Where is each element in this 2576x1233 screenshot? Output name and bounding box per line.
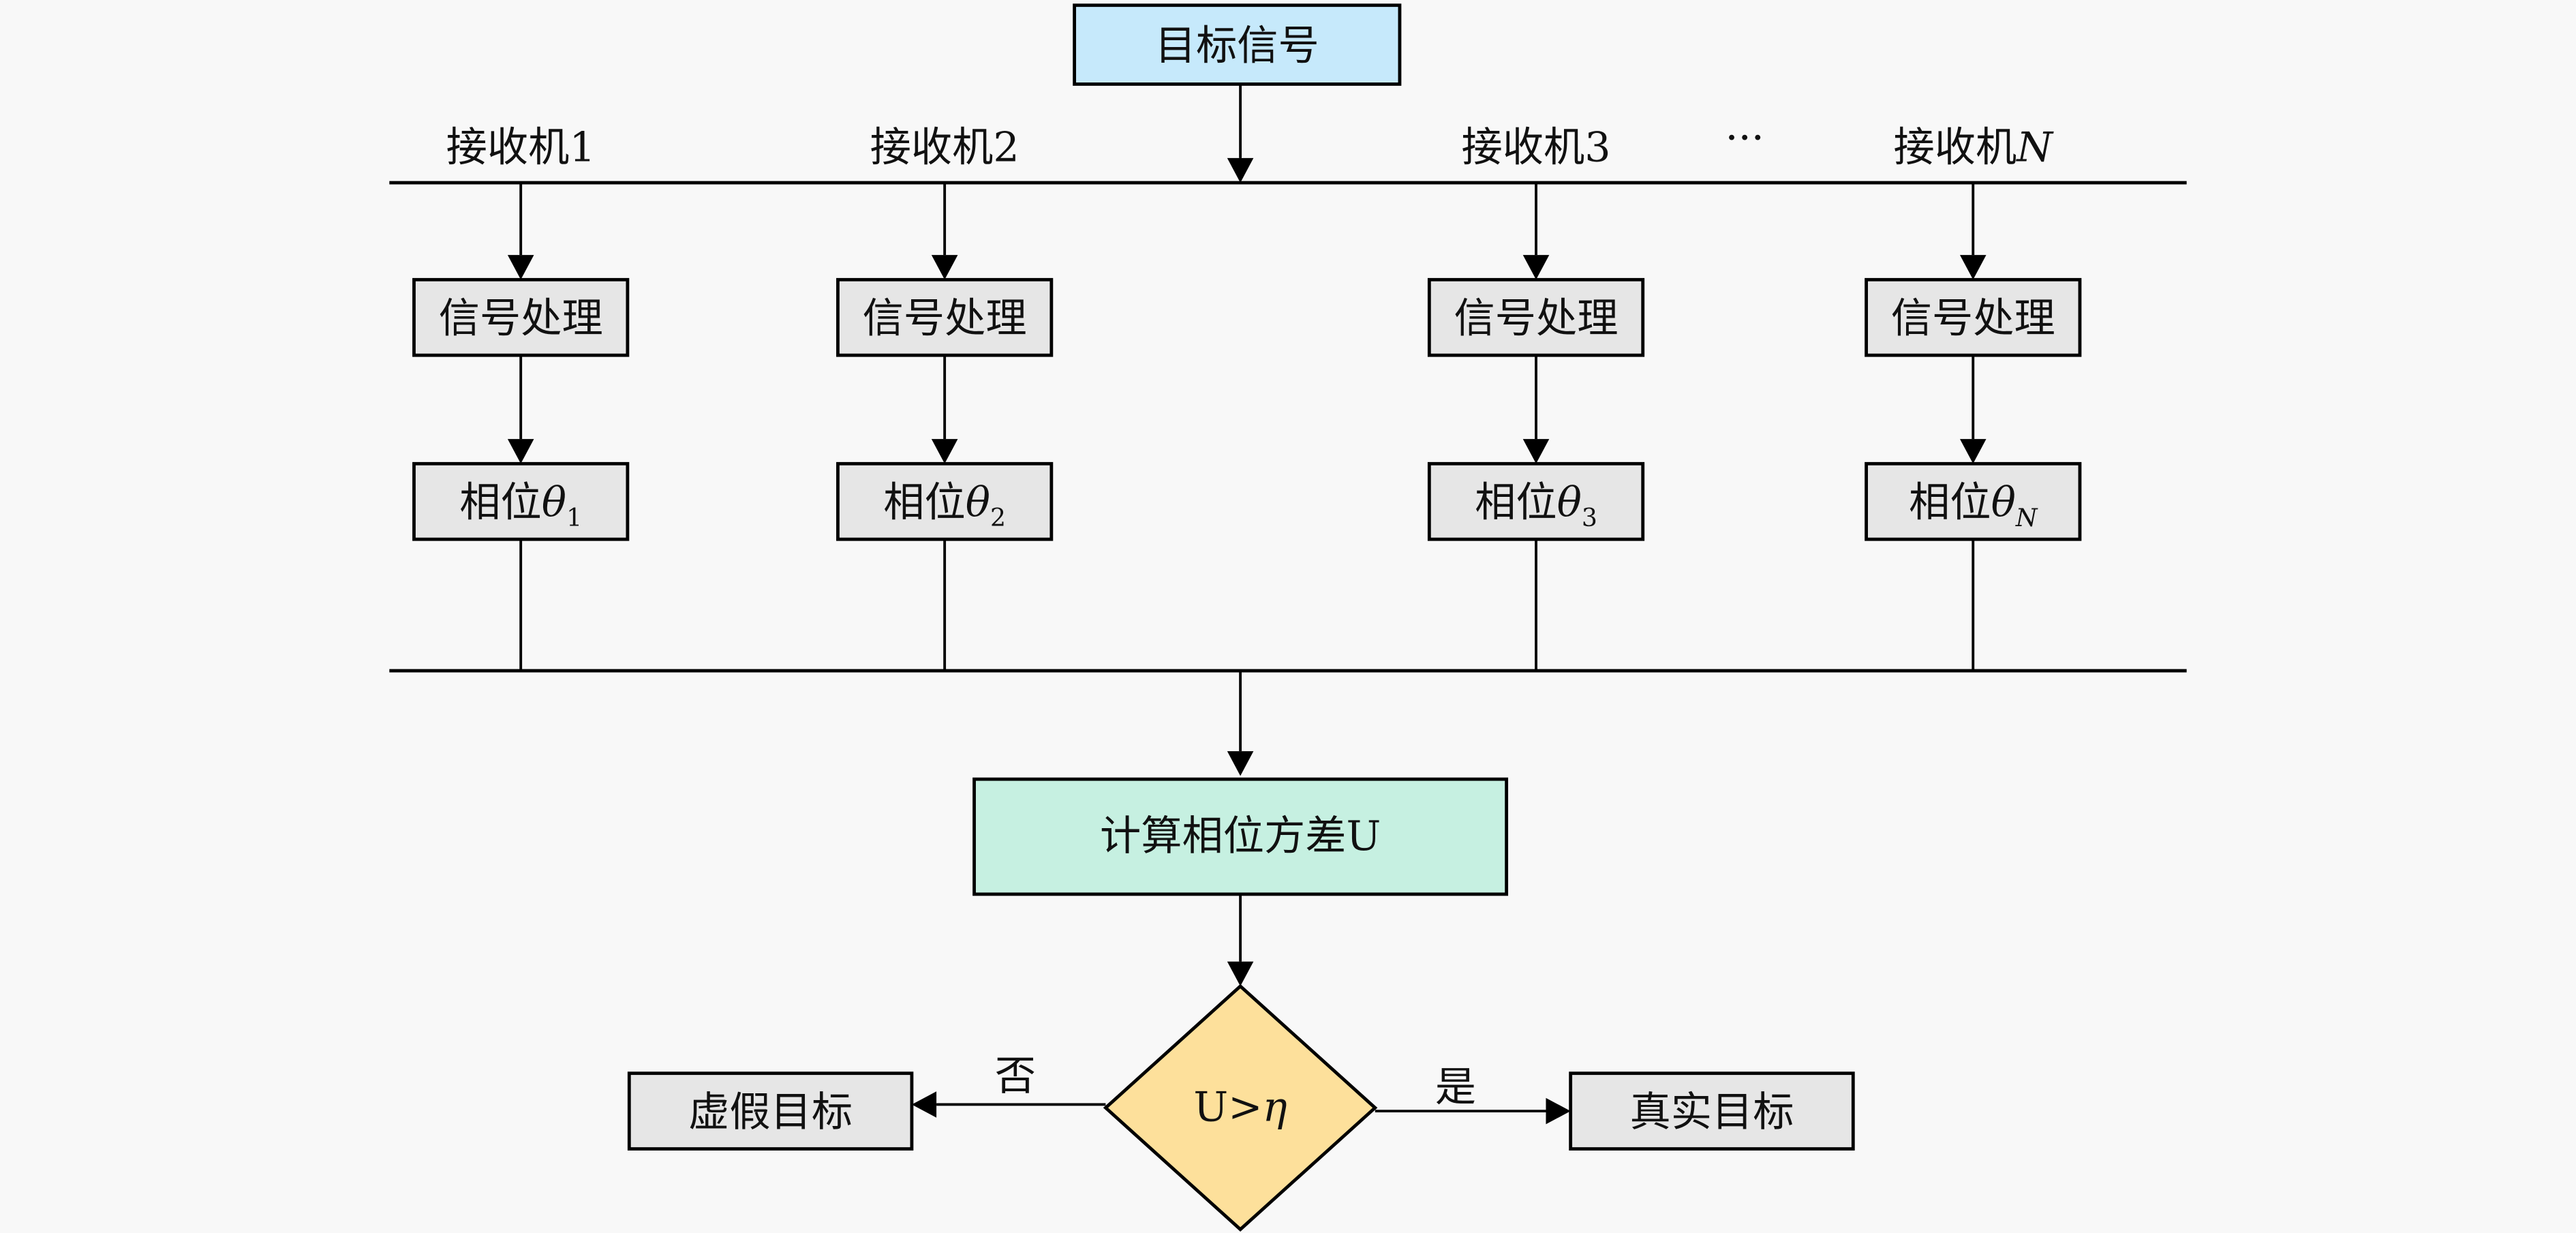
phase-box bbox=[1865, 461, 2082, 541]
receiver-label: 接收机2 bbox=[870, 124, 1019, 172]
arrowhead-process bbox=[1959, 255, 1987, 280]
phase-label: 相位θ3 bbox=[1475, 478, 1597, 532]
phase-prefix: 相位 bbox=[459, 478, 542, 526]
ellipsis-label: ··· bbox=[1725, 114, 1764, 162]
true-target-label: 真实目标 bbox=[1629, 1089, 1794, 1136]
decision-label-symbol: η bbox=[1263, 1084, 1287, 1131]
phase-subscript: 2 bbox=[990, 503, 1006, 532]
receiver-label: 接收机3 bbox=[1461, 124, 1610, 172]
arrowhead-phase bbox=[1959, 439, 1987, 464]
false-target-node: 虚假目标 bbox=[627, 1071, 914, 1151]
phase-subscript: 3 bbox=[1582, 503, 1597, 532]
receiver-name: 接收机 bbox=[1461, 124, 1584, 172]
signal-processing-box bbox=[412, 277, 630, 357]
decision-label-op: > bbox=[1228, 1084, 1262, 1131]
receiver-name: 接收机 bbox=[870, 124, 994, 172]
receiver-name: 接收机 bbox=[1894, 124, 2017, 172]
phase-symbol: θ bbox=[966, 478, 990, 526]
signal-processing-label: 信号处理 bbox=[1891, 294, 2055, 342]
signal-processing-label: 信号处理 bbox=[439, 294, 603, 342]
arrowhead-compute bbox=[1227, 751, 1254, 776]
phase-box bbox=[836, 461, 1054, 541]
phase-subscript: N bbox=[2015, 503, 2038, 532]
phase-symbol: θ bbox=[1991, 478, 2016, 526]
phase-symbol: θ bbox=[1557, 478, 1582, 526]
decision-label-left: U bbox=[1193, 1084, 1228, 1131]
receiver-index: N bbox=[2015, 124, 2054, 172]
true-target-node: 真实目标 bbox=[1569, 1071, 1855, 1151]
false-target-label: 虚假目标 bbox=[688, 1089, 853, 1136]
signal-processing-box bbox=[836, 277, 1054, 357]
source-node: 目标信号 bbox=[1073, 3, 1402, 86]
edge-label-no: 否 bbox=[995, 1052, 1036, 1100]
source-box bbox=[1073, 3, 1402, 86]
phase-label: 相位θ2 bbox=[883, 478, 1006, 532]
arrowhead-yes bbox=[1546, 1097, 1571, 1125]
signal-processing-box bbox=[1865, 277, 2082, 357]
phase-box bbox=[1427, 461, 1645, 541]
false-target-box bbox=[627, 1071, 914, 1151]
arrowhead-no bbox=[911, 1091, 937, 1118]
true-target-box bbox=[1569, 1071, 1855, 1151]
arrowhead-phase bbox=[507, 439, 534, 464]
receiver-label: 接收机1 bbox=[446, 124, 596, 172]
receiver-label: 接收机N bbox=[1894, 124, 2055, 172]
receiver-index: 2 bbox=[993, 124, 1019, 172]
receiver-name: 接收机 bbox=[446, 124, 570, 172]
edge-label-yes: 是 bbox=[1435, 1064, 1476, 1112]
compute-label: 计算相位方差U bbox=[1100, 812, 1381, 860]
arrowhead-phase bbox=[1522, 439, 1550, 464]
signal-processing-box bbox=[1427, 277, 1645, 357]
arrowhead-process bbox=[1522, 255, 1550, 280]
arrowhead-process bbox=[931, 255, 958, 280]
compute-box bbox=[972, 777, 1509, 896]
phase-prefix: 相位 bbox=[883, 478, 966, 526]
phase-symbol: θ bbox=[542, 478, 566, 526]
phase-prefix: 相位 bbox=[1475, 478, 1557, 526]
receiver-index: 3 bbox=[1584, 124, 1610, 172]
receiver-index: 1 bbox=[569, 124, 595, 172]
phase-label: 相位θ1 bbox=[459, 478, 582, 532]
arrowhead-process bbox=[507, 255, 534, 280]
decision-diamond bbox=[1103, 984, 1378, 1232]
phase-subscript: 1 bbox=[566, 503, 582, 532]
decision-node: U>η bbox=[1103, 984, 1378, 1232]
signal-processing-label: 信号处理 bbox=[863, 294, 1027, 342]
decision-label: U>η bbox=[1193, 1084, 1287, 1131]
phase-label: 相位θN bbox=[1909, 478, 2038, 532]
source-label: 目标信号 bbox=[1155, 22, 1319, 70]
arrowhead-phase bbox=[931, 439, 958, 464]
arrowhead-source bbox=[1227, 157, 1254, 183]
signal-processing-label: 信号处理 bbox=[1454, 294, 1619, 342]
arrowhead-decision bbox=[1227, 961, 1254, 986]
phase-prefix: 相位 bbox=[1909, 478, 1991, 526]
phase-box bbox=[412, 461, 630, 541]
compute-node: 计算相位方差U bbox=[972, 777, 1509, 896]
